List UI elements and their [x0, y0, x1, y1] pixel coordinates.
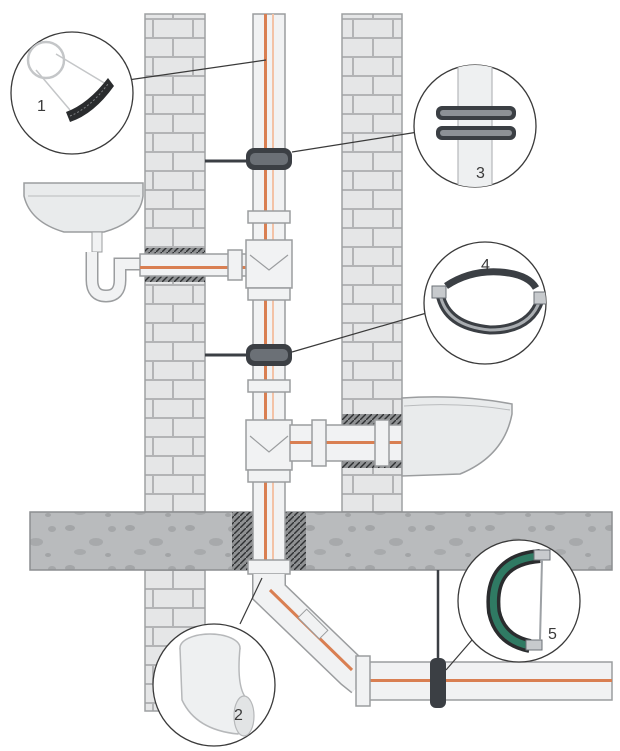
callout-1: 1	[10, 31, 134, 155]
callout-3-number: 3	[476, 165, 485, 182]
callout-5-number: 5	[548, 626, 557, 643]
lower-drain-pipe	[252, 574, 613, 707]
sink-branch-pipe	[139, 249, 251, 281]
callout-4-number: 4	[481, 257, 490, 274]
callout-2-number: 2	[234, 707, 243, 724]
toilet-branch-pipe	[289, 419, 403, 467]
callout-2: 2	[152, 623, 276, 747]
callout-leaders	[127, 59, 473, 671]
vertical-stack-pipe	[245, 13, 293, 575]
upper-stack-clamp	[205, 148, 292, 170]
wash-basin	[23, 182, 145, 303]
callout-4: 4	[423, 241, 547, 365]
pipe-clamp-rubber-lined-icon	[486, 549, 551, 653]
drain-hanger-clamp	[430, 570, 446, 708]
sound-insulation-wrap-icon	[26, 40, 114, 122]
pipe-clamp-mounted-icon	[436, 65, 516, 187]
lower-stack-clamp	[205, 344, 292, 366]
callout-3: 3	[413, 64, 537, 188]
wall-hung-toilet	[401, 396, 513, 477]
callout-1-number: 1	[37, 98, 46, 115]
toilet-rim-line	[403, 404, 511, 411]
pipe-elbow-45-icon	[179, 633, 255, 737]
callout-5: 5	[457, 539, 581, 663]
pipe-clamp-open-icon	[431, 268, 546, 335]
